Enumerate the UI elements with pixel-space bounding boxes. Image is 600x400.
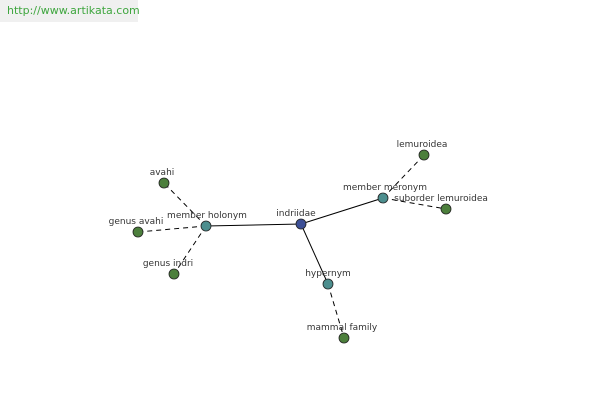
edge-holonym: [205, 223, 302, 227]
url-banner: http://www.artikata.com: [0, 0, 140, 22]
nodes-layer: [132, 149, 452, 344]
label-lemuroidea[interactable]: lemuroidea: [397, 140, 448, 150]
node-hypernym[interactable]: [322, 278, 334, 290]
edge-meronym: [300, 197, 384, 225]
label-center[interactable]: indriidae: [276, 209, 316, 219]
label-avahi[interactable]: avahi: [150, 168, 175, 178]
node-lemuroidea[interactable]: [418, 149, 430, 161]
node-genus-indri[interactable]: [168, 268, 180, 280]
label-mammal-family[interactable]: mammal family: [307, 323, 378, 333]
node-avahi[interactable]: [158, 177, 170, 189]
edge-mammal-family: [327, 283, 345, 339]
edge-hypernym: [300, 223, 329, 285]
label-hypernym[interactable]: hypernym: [305, 269, 351, 279]
label-genus-indri[interactable]: genus indri: [143, 259, 193, 269]
edge-lemuroidea: [382, 154, 425, 199]
node-genus-avahi[interactable]: [132, 226, 144, 238]
label-suborder-lemuroidea[interactable]: suborder lemuroidea: [394, 194, 488, 204]
edges-layer: [137, 154, 447, 339]
label-meronym[interactable]: member meronym: [343, 183, 427, 193]
edge-suborder-lemuroidea: [382, 197, 447, 210]
site-url-link[interactable]: http://www.artikata.com: [7, 4, 140, 17]
label-holonym[interactable]: member holonym: [167, 211, 247, 221]
node-holonym[interactable]: [200, 220, 212, 232]
node-center[interactable]: [295, 218, 307, 230]
edge-genus-indri: [173, 225, 207, 275]
labels-layer: indriidae member holonym member meronym hyp…: [109, 140, 488, 333]
node-mammal-family[interactable]: [338, 332, 350, 344]
edge-genus-avahi: [137, 225, 207, 233]
edge-avahi: [163, 182, 207, 227]
node-meronym[interactable]: [377, 192, 389, 204]
label-genus-avahi[interactable]: genus avahi: [109, 217, 164, 227]
node-suborder-lemuroidea[interactable]: [440, 203, 452, 215]
